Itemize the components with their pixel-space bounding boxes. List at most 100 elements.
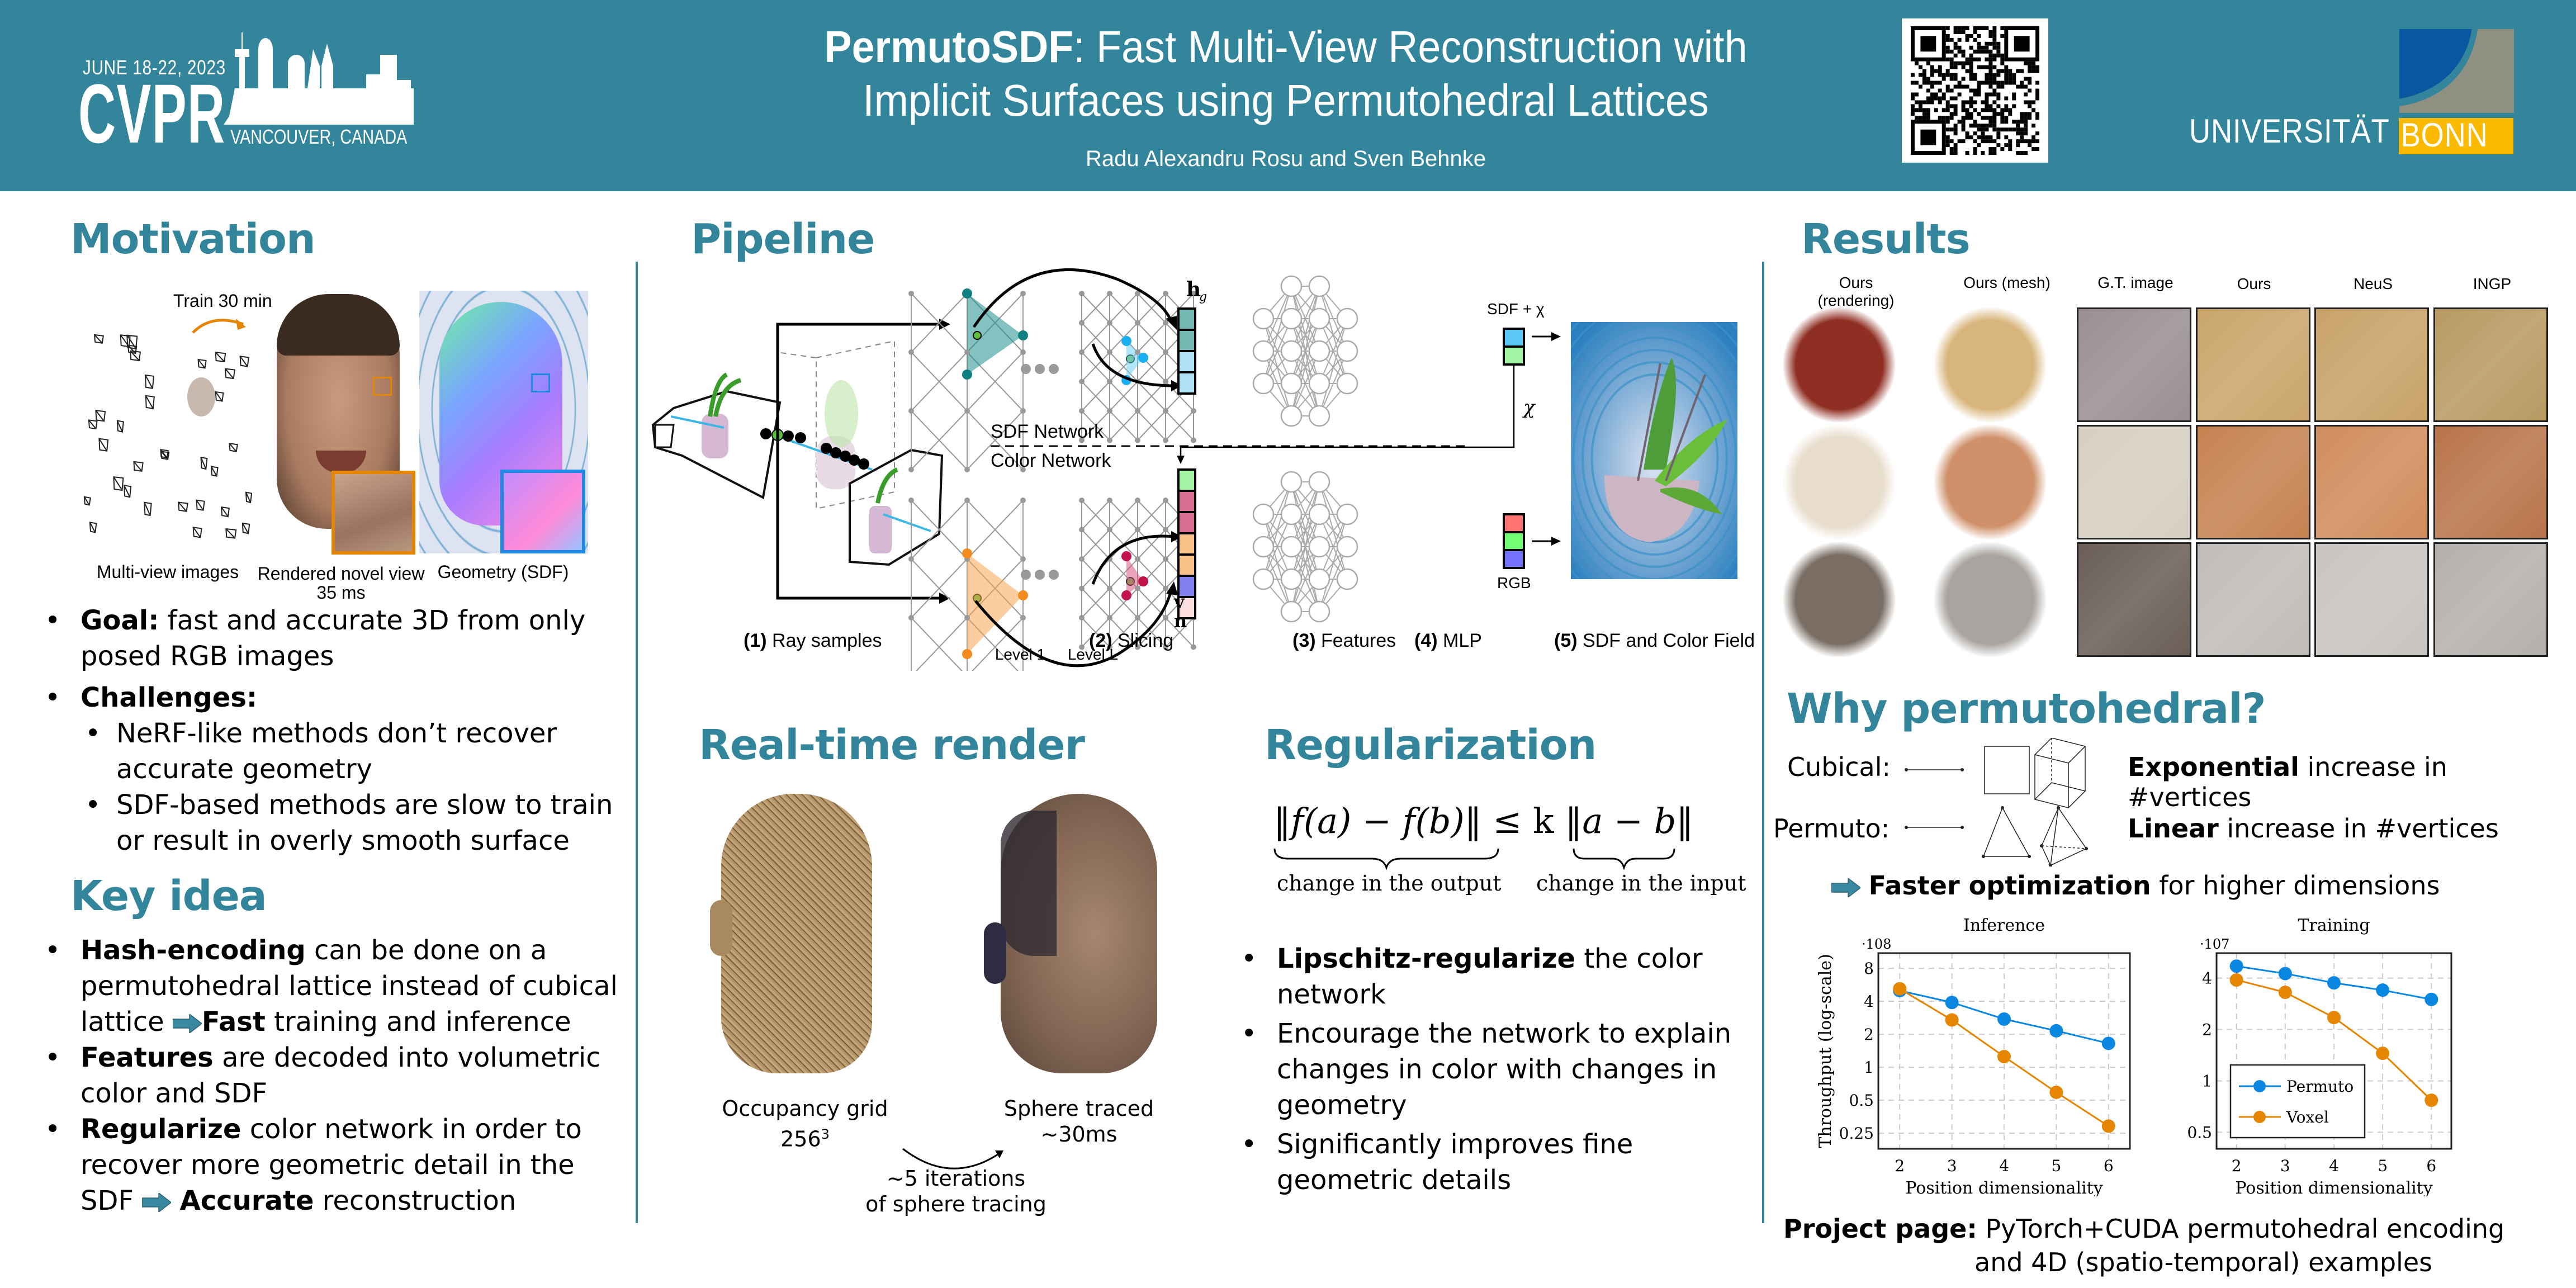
data-point-voxel <box>1945 1013 1959 1027</box>
project-page-note: Project page: PyTorch+CUDA permutohedral… <box>1783 1214 2505 1277</box>
skull-rendering-image <box>1783 425 1895 539</box>
normal-label: n <box>1174 610 1187 632</box>
sdf-geometry-image <box>419 291 588 553</box>
data-point-voxel <box>1893 982 1907 996</box>
bullet-features: Features are decoded into volumetric col… <box>45 1040 633 1111</box>
y-tick-label: 1 <box>1864 1058 1874 1077</box>
title-line-1: : Fast Multi-View Reconstruction with <box>1073 22 1748 72</box>
skull-gt-crop <box>2077 425 2191 539</box>
occupancy-grid-caption: Occupancy grid 2563 <box>722 1096 888 1152</box>
regularization-bullets: Lipschitz-regularize the color network E… <box>1237 941 1756 1198</box>
x-tick-label: 5 <box>2378 1157 2388 1175</box>
sdf-network-label: SDF Network <box>991 421 1104 442</box>
color-network-label: Color Network <box>991 450 1111 471</box>
section-heading-realtime: Real-time render <box>699 721 1085 769</box>
conference-name: CVPR <box>78 67 226 160</box>
sdf-feature-vector <box>1177 307 1196 395</box>
birds-ingp-crop <box>2433 542 2548 657</box>
section-heading-results: Results <box>1801 215 1971 263</box>
sub-bullet-sdf: SDF-based methods are slow to train or r… <box>85 787 622 859</box>
section-heading-pipeline: Pipeline <box>691 215 875 263</box>
data-point-voxel <box>2327 1011 2341 1025</box>
column-header: INGP <box>2473 275 2512 292</box>
right-arrow-icon <box>1831 878 1860 897</box>
y-tick-label: 4 <box>2202 969 2212 988</box>
title-line-2: Implicit Surfaces using Permutohedral La… <box>863 75 1709 125</box>
cubical-description: Exponential increase in #vertices <box>2128 752 2447 812</box>
sdf-lattice-level-1 <box>908 288 1135 603</box>
birds-rendering-image <box>1783 542 1895 657</box>
project-page-label: Project page: <box>1783 1214 1977 1244</box>
rgb-output-label: RGB <box>1497 574 1531 591</box>
caption-novel-view: Rendered novel view <box>257 564 425 584</box>
results-grid: Ours (rendering) Ours (mesh) G.T. image … <box>1767 274 2576 665</box>
y-multiplier-label: ·107 <box>2200 936 2229 952</box>
column-divider <box>1762 262 1764 1223</box>
bullet-goal: Goal: fast and accurate 3D from only pos… <box>45 603 622 674</box>
vancouver-skyline-icon <box>224 32 414 125</box>
x-tick-label: 4 <box>1999 1157 2009 1175</box>
section-heading-motivation: Motivation <box>70 215 316 263</box>
y-tick-label: 2 <box>2202 1021 2212 1039</box>
y-tick-label: 0.5 <box>2187 1123 2212 1142</box>
y-tick-label: 0.25 <box>1839 1124 1874 1143</box>
building-rendering-image <box>1783 307 1895 422</box>
view-dir-label: v <box>1173 591 1185 612</box>
y-tick-label: 2 <box>1864 1025 1874 1044</box>
motivation-figure: Train 30 min Multi-view images Rendered … <box>73 291 598 603</box>
data-point-voxel <box>1997 1050 2011 1064</box>
right-arrow-icon <box>172 1014 202 1033</box>
qr-code-icon[interactable] <box>1902 18 2048 163</box>
bullet-lipschitz: Lipschitz-regularize the color network <box>1241 941 1756 1012</box>
x-tick-label: 3 <box>2280 1157 2290 1175</box>
university-name: UNIVERSITÄT <box>2189 112 2390 150</box>
hg-subscript: g <box>1199 290 1207 304</box>
hg-label: h <box>1186 278 1201 301</box>
data-point-voxel <box>2376 1046 2390 1060</box>
pipeline-diagram: SDF Network Color Network h g v n SDF + … <box>651 268 1737 671</box>
y-multiplier-label: ·108 <box>1862 936 1891 952</box>
chart-legend <box>2229 1064 2366 1139</box>
column-header: NeuS <box>2353 275 2393 292</box>
column-header: G.T. image <box>2097 274 2174 291</box>
color-lattice-level-L <box>1079 498 1196 650</box>
section-heading-key-idea: Key idea <box>70 872 267 920</box>
permuto-description: Linear increase in #vertices <box>2128 813 2499 844</box>
level-L-label: Level L <box>1068 646 1118 663</box>
poster-title: PermutoSDF: Fast Multi-View Reconstructi… <box>746 20 1826 127</box>
data-point-permuto <box>1997 1012 2011 1026</box>
formula-operator: ≤ k <box>1493 801 1554 841</box>
y-tick-label: 4 <box>1864 992 1874 1011</box>
lattice-dimension-diagram <box>1905 738 2088 866</box>
sphere-traced-head-image <box>984 794 1163 1085</box>
data-point-permuto <box>2049 1024 2063 1038</box>
bullet-encourage: Encourage the network to explain changes… <box>1241 1016 1756 1123</box>
camera-cloud-icon <box>83 334 253 539</box>
level-1-label: Level 1 <box>995 646 1045 663</box>
birds-mesh-image <box>1934 542 2046 657</box>
data-point-voxel <box>2101 1119 2115 1133</box>
sphere-tracing-caption: ~5 iterations of sphere tracing <box>865 1166 1046 1216</box>
lipschitz-formula: ‖f(a) − f(b)‖ ≤ k ‖a − b‖ <box>1273 801 1693 841</box>
building-gt-crop <box>2077 307 2191 422</box>
university-name-highlight: BONN <box>2399 118 2513 154</box>
data-point-voxel <box>2425 1093 2438 1107</box>
x-tick-label: 6 <box>2104 1157 2114 1175</box>
y-tick-label: 1 <box>2202 1072 2212 1090</box>
data-point-voxel <box>2049 1085 2063 1099</box>
section-heading-why-permutohedral: Why permutohedral? <box>1787 685 2266 733</box>
title-project-name: PermutoSDF <box>824 22 1074 72</box>
train-time-label: Train 30 min <box>173 291 272 311</box>
occupancy-grid-head-image <box>710 794 883 1096</box>
y-tick-label: 0.5 <box>1849 1091 1874 1110</box>
bullet-hash-encoding: Hash-encoding can be done on a permutohe… <box>45 932 633 1040</box>
section-heading-regularization: Regularization <box>1265 721 1597 769</box>
chart-title: Training <box>2298 916 2370 935</box>
bullet-challenges: Challenges: NeRF-like methods don’t reco… <box>45 680 622 859</box>
legend-marker <box>2253 1080 2266 1092</box>
x-tick-label: 5 <box>2051 1157 2061 1175</box>
skull-ours-crop <box>2196 425 2310 539</box>
bullet-regularize: Regularize color network in order to rec… <box>45 1111 633 1219</box>
